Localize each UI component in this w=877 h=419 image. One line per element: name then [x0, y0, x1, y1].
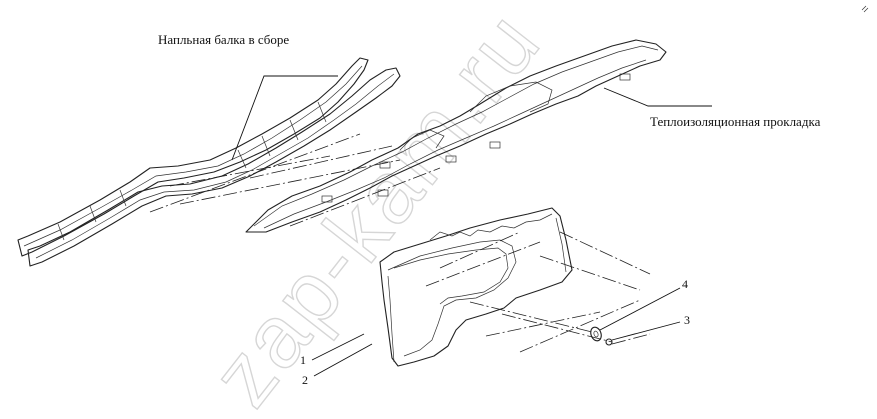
- callout-1: 1: [300, 353, 306, 367]
- insulation-pad: [245, 39, 667, 233]
- heat-shield-part-1: [379, 207, 573, 367]
- watermark: zap-kam.ru: [192, 0, 559, 419]
- callout-3: 3: [684, 313, 690, 327]
- callout-2: 2: [302, 373, 308, 387]
- callout-4: 4: [682, 277, 688, 291]
- label-insulation-pad: Теплоизоляционная прокладка: [650, 114, 821, 129]
- corner-mark: [861, 5, 869, 13]
- alignment-axes: [149, 133, 651, 353]
- leader-lines: [231, 75, 712, 377]
- label-frame-assembly: Напльная балка в сборе: [158, 32, 289, 47]
- washer-part-4: [590, 326, 602, 342]
- frame-rail-assembly: [17, 57, 401, 267]
